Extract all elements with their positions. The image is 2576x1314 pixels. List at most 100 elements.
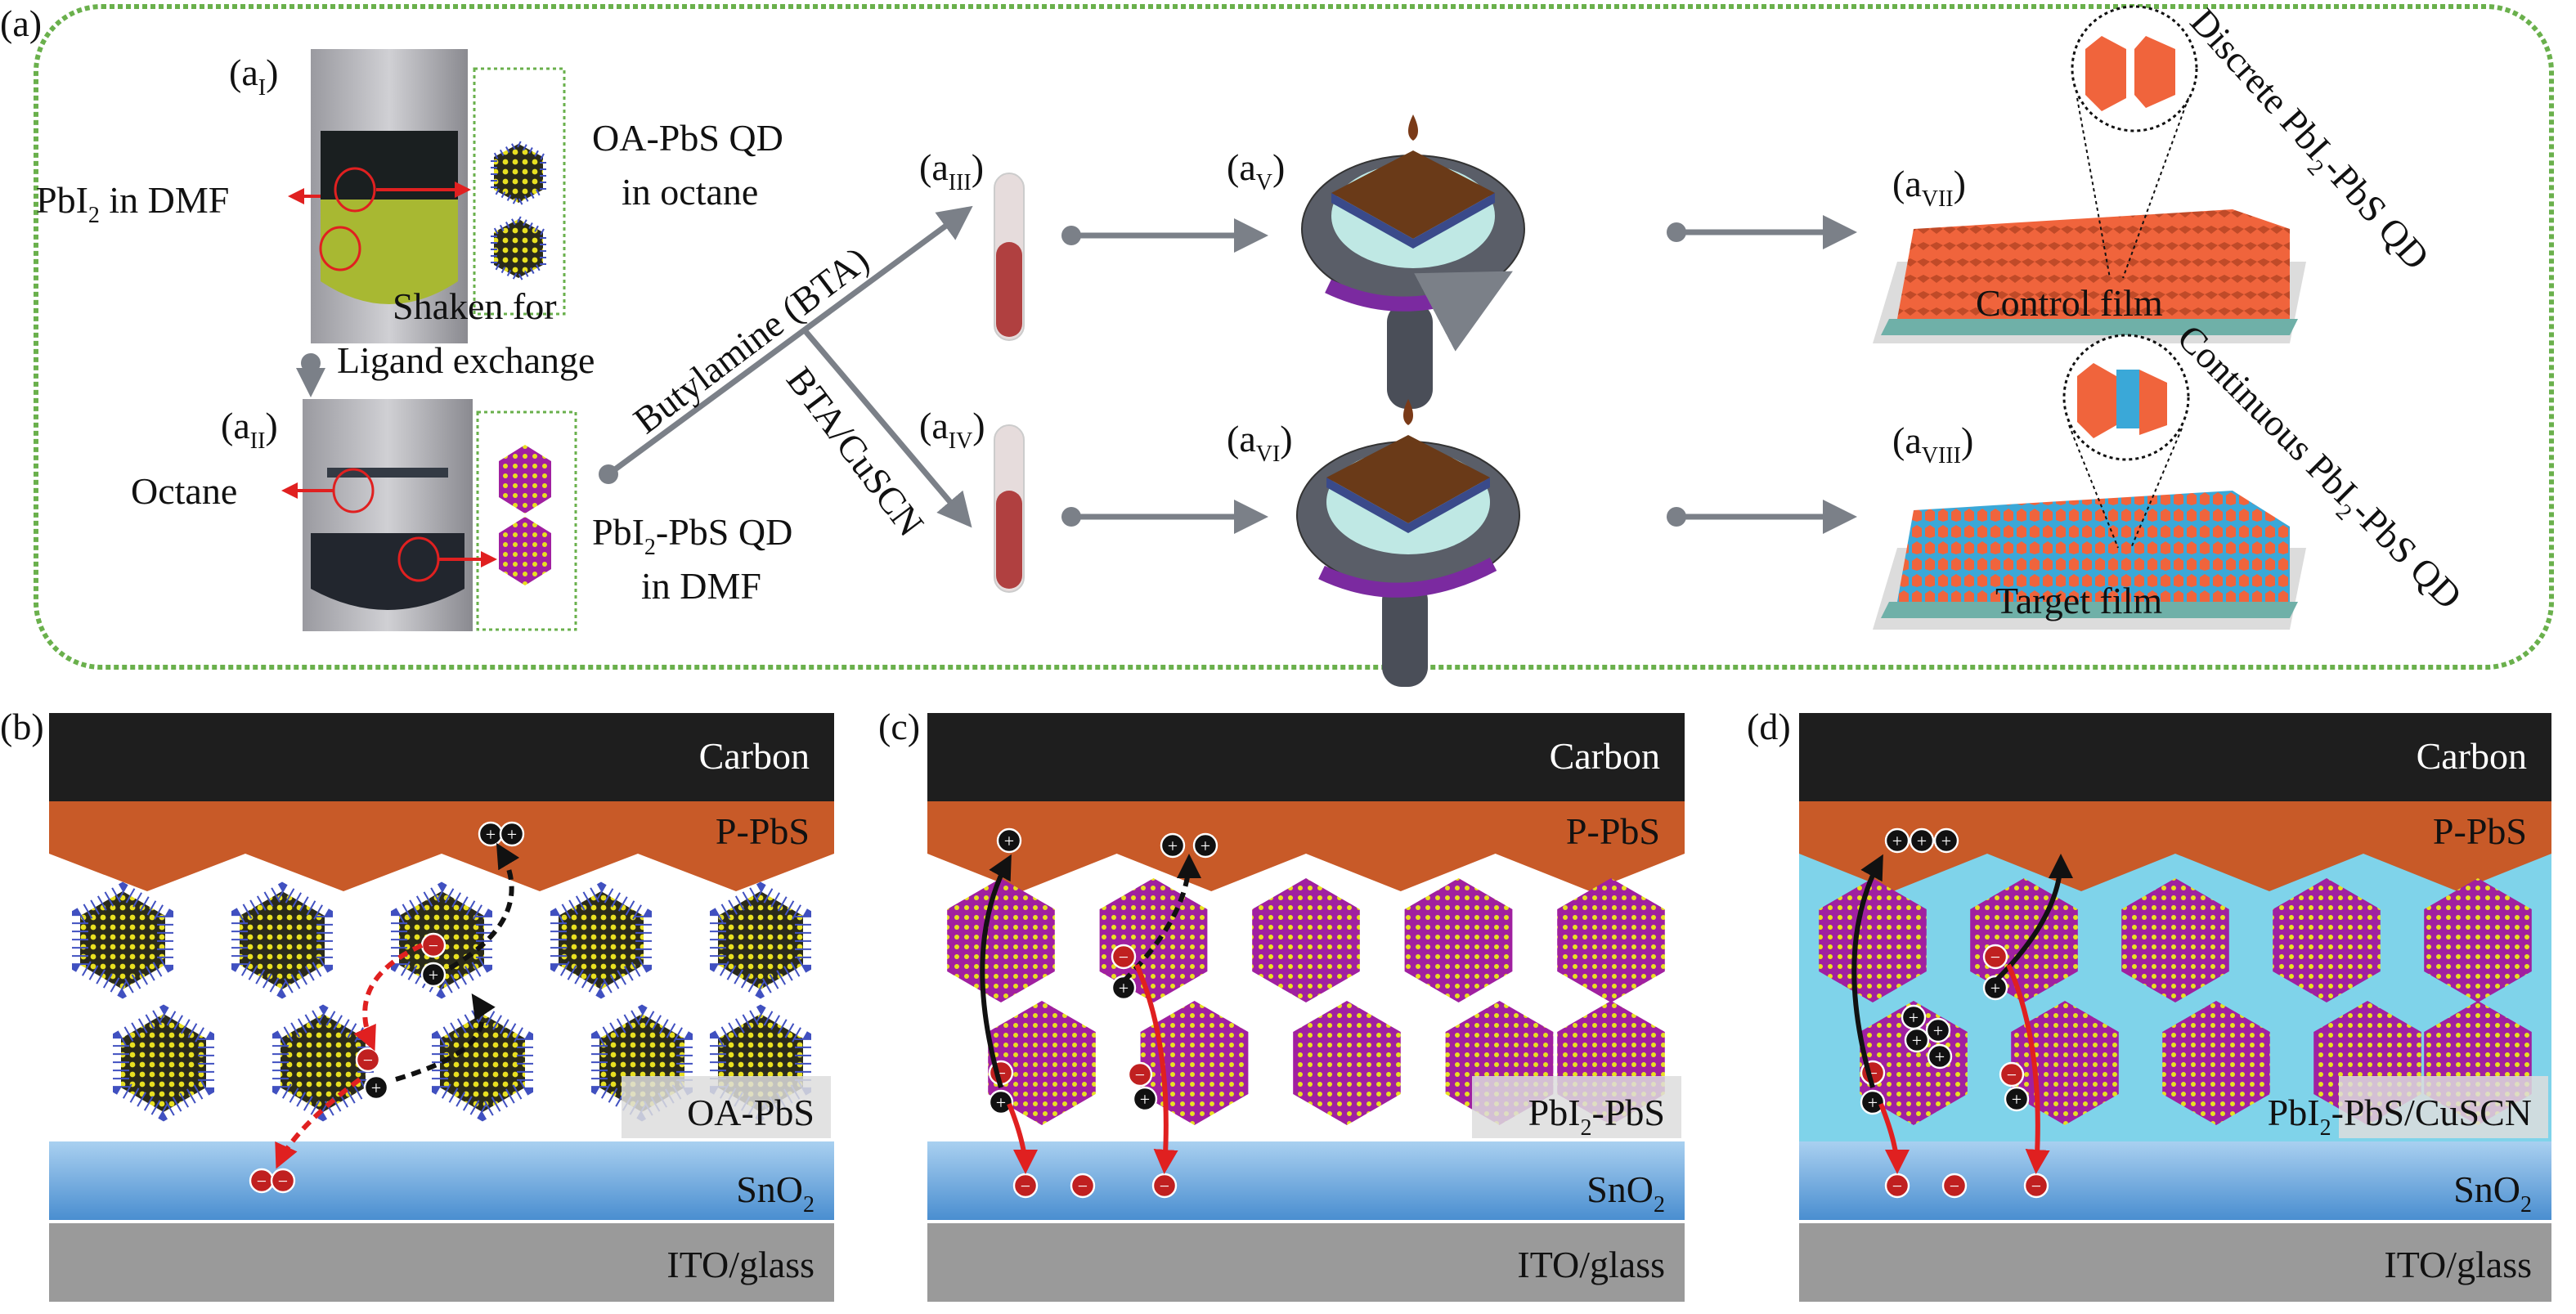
hole-icon (996, 827, 1022, 854)
absorber-label: PbI2-PbS (1528, 1092, 1665, 1141)
quantum-dot (1404, 878, 1513, 1002)
hole-icon (1927, 1043, 1953, 1070)
electron-icon (1884, 1173, 1910, 1199)
label-ligand-exchange: Ligand exchange (337, 339, 595, 381)
arrow-to-bta-cuscn (802, 328, 972, 528)
text-subscript: 2 (2320, 1115, 2331, 1141)
marker-circle (319, 226, 361, 271)
hole-sign: + (1140, 1089, 1150, 1110)
electron-sign: − (1021, 1176, 1030, 1196)
panel-label-d: (d) (1747, 706, 1791, 747)
quantum-dot (2162, 1001, 2270, 1125)
rotation-arrow-icon (1325, 271, 1513, 352)
ito-glass-layer (927, 1223, 1685, 1302)
photo-vial-after-exchange (303, 399, 473, 631)
text-part: -PbS/CuSCN (2331, 1092, 2532, 1133)
label-aV: (aV) (1227, 146, 1285, 195)
label-shaken-for: Shaken for (393, 285, 557, 327)
electron-icon (270, 1168, 296, 1194)
ito-glass-layer (49, 1223, 834, 1302)
quantum-dot (1557, 878, 1665, 1002)
label-aIV: (aIV) (919, 405, 985, 454)
electron-sign: − (278, 1171, 288, 1191)
electron-icon (1111, 944, 1137, 970)
carrier-path-arrow (1134, 963, 1178, 1174)
device-panel-d: (d)CarbonP-PbSPbI2-PbS/CuSCNSnO2ITO/glas… (1747, 706, 2551, 1302)
target-film (1873, 334, 2306, 630)
hole-sign: + (1933, 1020, 1943, 1041)
hole-icon (1884, 827, 1910, 854)
quantum-dot (272, 1004, 374, 1122)
text-subscript: 2 (803, 1192, 815, 1218)
electron-sign: − (363, 1050, 373, 1070)
qd-inset-pbi2-pbs (476, 410, 577, 631)
panel-label-a: (a) (0, 2, 42, 44)
hole-sign: + (1119, 978, 1129, 998)
hole-sign: + (429, 965, 438, 985)
layer-label-sno2: SnO2 (736, 1168, 815, 1218)
label-control-film: Control film (1976, 282, 2163, 324)
marker-circle (334, 167, 376, 213)
text-subscript: 2 (1581, 1115, 1592, 1141)
hole-sign: + (1909, 1007, 1919, 1028)
label-aIII: (aIII) (919, 146, 984, 195)
quantum-dot (2273, 878, 2381, 1002)
layer-label-sno2: SnO2 (2453, 1168, 2532, 1218)
quantum-dot (1819, 878, 1927, 1002)
layer-label-ito: ITO/glass (2384, 1244, 2532, 1285)
qd-inset-oa-pbs (473, 67, 566, 316)
hole-sign: + (1868, 1092, 1878, 1113)
electron-sign: − (1892, 1176, 1902, 1196)
hole-sign: + (1941, 831, 1951, 851)
quantum-dot (2121, 878, 2229, 1002)
electron-icon (1012, 1173, 1039, 1199)
sno2-layer (927, 1141, 1685, 1220)
hole-icon (1925, 1017, 1951, 1043)
layer-label-p-pbs: P-PbS (2433, 810, 2527, 852)
absorber-label-bg (1472, 1076, 1681, 1138)
electron-icon (2023, 1173, 2049, 1199)
quantum-dot (1252, 878, 1360, 1002)
carrier-path-arrow (395, 993, 496, 1082)
label-target-film: Target film (1995, 580, 2162, 621)
electron-icon (1941, 1173, 1968, 1199)
device-panels: (b)CarbonP-PbSOA-PbSSnO2ITO/glass++−+−+−… (0, 706, 2551, 1302)
electron-sign: − (2007, 1065, 2017, 1085)
absorber-label: OA-PbS (687, 1092, 815, 1133)
hole-icon (1909, 827, 1935, 854)
hole-sign: + (507, 824, 517, 845)
hole-sign: + (1912, 1030, 1922, 1051)
layer-label-p-pbs: P-PbS (716, 810, 810, 852)
quantum-dot (1293, 1001, 1401, 1125)
layer-label-carbon: Carbon (699, 735, 810, 777)
carbon-layer (1799, 713, 2551, 801)
electron-sign: − (2031, 1176, 2041, 1196)
carrier-path-arrow (2006, 963, 2050, 1174)
text-subscript: 2 (2520, 1192, 2532, 1218)
quantum-dot (947, 878, 1055, 1002)
electron-sign: − (1135, 1065, 1145, 1085)
hole-icon (1132, 1086, 1158, 1112)
quantum-dot (550, 881, 652, 999)
quantum-dot (72, 881, 173, 999)
label-octane: Octane (131, 470, 237, 512)
layer-label-carbon: Carbon (1550, 735, 1660, 777)
layer-label-ito: ITO/glass (1517, 1244, 1665, 1285)
absorber-label-bg (2339, 1076, 2548, 1138)
electron-icon (1982, 944, 2008, 970)
text-part: PbI (2268, 1092, 2320, 1133)
p-pbs-layer (49, 801, 834, 891)
label-aI: (aI) (229, 52, 278, 101)
hole-sign: + (486, 824, 496, 845)
hole-icon (1904, 1027, 1930, 1053)
electron-sign: − (1990, 947, 2000, 967)
sno2-layer (49, 1141, 834, 1220)
electron-sign: − (257, 1171, 267, 1191)
ito-glass-layer (1799, 1223, 2551, 1302)
quantum-dot (113, 1004, 214, 1122)
device-panel-c: (c)CarbonP-PbSPbI2-PbSSnO2ITO/glass+++−+… (878, 706, 1685, 1302)
hole-icon (1111, 975, 1137, 1001)
text-part: PbI (1528, 1092, 1581, 1133)
hole-icon (363, 1074, 389, 1101)
